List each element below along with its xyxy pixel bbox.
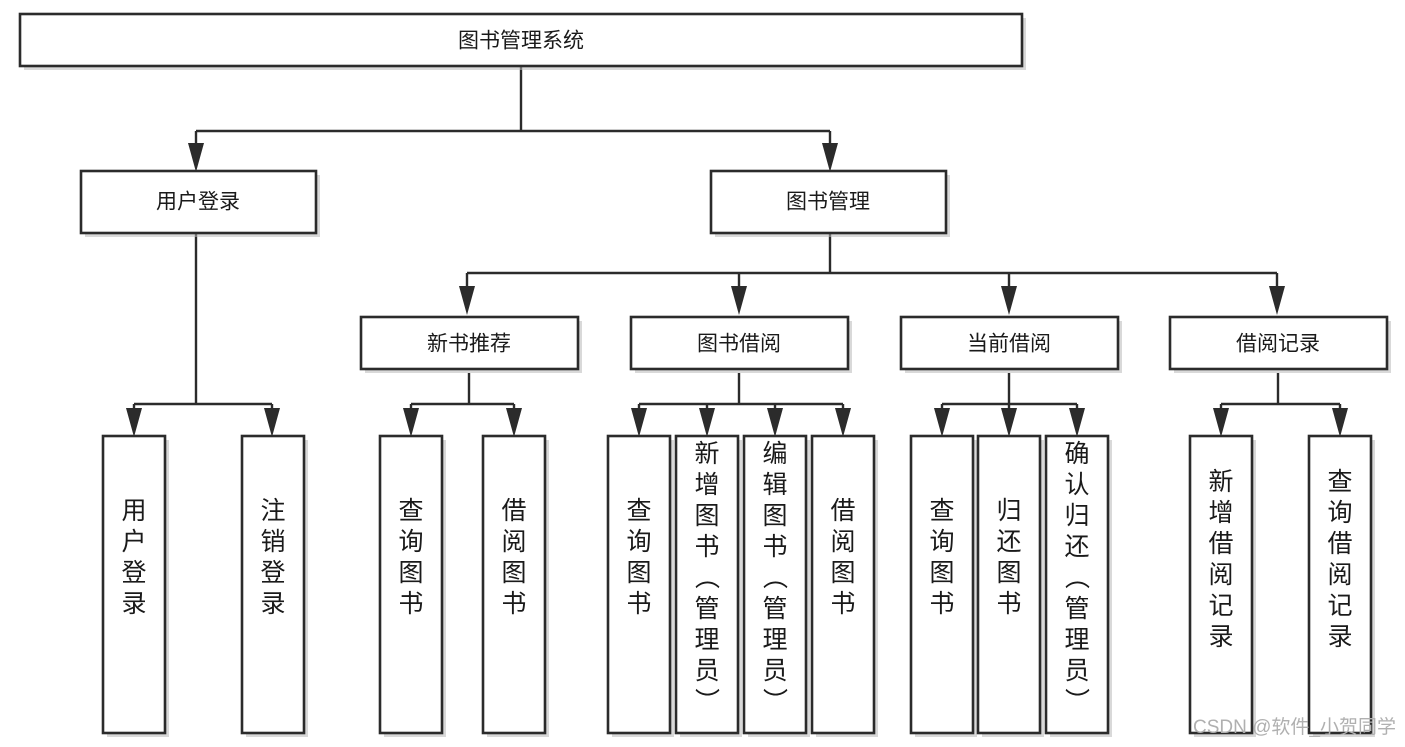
leaf-borrow-book-1[interactable]: 借阅图书: [481, 434, 549, 737]
leaf-confirm-return[interactable]: 确认归还（管理员）: [1044, 434, 1112, 737]
node-new-book-rec[interactable]: 新书推荐: [359, 315, 582, 373]
node-book-borrow[interactable]: 图书借阅: [629, 315, 852, 373]
leaf-borrow-book-2-label: 借阅图书: [830, 497, 855, 618]
arrow-head-leaf-query-book-1: [403, 408, 419, 437]
leaf-user-logout-label: 注销登录: [260, 497, 285, 618]
node-borrow-record-box[interactable]: [1168, 315, 1389, 371]
leaf-add-book-label: 新增图书（管理员）: [694, 440, 720, 716]
node-user-login-label: 用户登录: [156, 191, 240, 214]
arrow-head-leaf-confirm-return: [1069, 408, 1085, 437]
arrow-head-borrow-record: [1269, 286, 1285, 315]
node-current-borrow-box[interactable]: [899, 315, 1120, 371]
arrow-head-leaf-borrow-book-1: [506, 408, 522, 437]
leaf-return-book-box[interactable]: [976, 434, 1042, 735]
leaf-confirm-return-box[interactable]: [1044, 434, 1110, 735]
node-new-book-rec-box[interactable]: [359, 315, 580, 371]
leaf-borrow-book-1-box[interactable]: [481, 434, 547, 735]
node-borrow-record-label: 借阅记录: [1236, 333, 1320, 356]
leaf-user-logout[interactable]: 注销登录: [240, 434, 308, 737]
node-user-login[interactable]: 用户登录: [79, 169, 320, 237]
leaf-add-record-label: 新增借阅记录: [1208, 468, 1233, 651]
leaf-add-book-box[interactable]: [674, 434, 740, 735]
connector-group-new-book-rec: [403, 373, 522, 437]
leaf-query-record-box[interactable]: [1307, 434, 1373, 735]
leaf-edit-book-box[interactable]: [742, 434, 808, 735]
leaf-query-book-2[interactable]: 查询图书: [606, 434, 674, 737]
node-root-label: 图书管理系统: [458, 30, 584, 53]
node-book-borrow-box[interactable]: [629, 315, 850, 371]
connector-group-borrow-record: [1213, 373, 1348, 437]
csdn-watermark: CSDN @软件_小贺同学: [1193, 716, 1396, 738]
leaf-borrow-book-2[interactable]: 借阅图书: [810, 434, 878, 737]
node-user-login-box[interactable]: [79, 169, 318, 235]
arrow-head-leaf-query-record: [1332, 408, 1348, 437]
node-root[interactable]: 图书管理系统: [18, 12, 1026, 70]
arrow-head-user-login: [188, 143, 204, 172]
leaf-add-record[interactable]: 新增借阅记录: [1188, 434, 1256, 737]
arrow-head-book-borrow: [731, 286, 747, 315]
leaf-query-book-3[interactable]: 查询图书: [909, 434, 977, 737]
arrow-head-leaf-edit-book: [767, 408, 783, 437]
leaf-add-book[interactable]: 新增图书（管理员）: [674, 434, 742, 737]
leaf-borrow-book-1-label: 借阅图书: [501, 497, 526, 618]
leaf-query-book-3-label: 查询图书: [929, 497, 954, 618]
leaf-query-book-3-box[interactable]: [909, 434, 975, 735]
leaf-edit-book[interactable]: 编辑图书（管理员）: [742, 434, 810, 737]
leaf-edit-book-label: 编辑图书（管理员）: [762, 440, 788, 716]
node-current-borrow[interactable]: 当前借阅: [899, 315, 1122, 373]
leaf-query-book-2-label: 查询图书: [626, 497, 651, 618]
leaf-query-book-1-box[interactable]: [378, 434, 444, 735]
connector-group-user-login: [126, 233, 280, 437]
arrow-head-leaf-add-book: [699, 408, 715, 437]
arrow-head-leaf-user-logout: [264, 408, 280, 437]
leaf-return-book-label: 归还图书: [996, 497, 1021, 618]
leaf-query-record-label: 查询借阅记录: [1327, 468, 1352, 651]
node-new-book-rec-label: 新书推荐: [427, 333, 511, 356]
arrow-head-leaf-query-book-2: [631, 408, 647, 437]
arrow-head-new-book-rec: [459, 286, 475, 315]
leaf-user-login-box[interactable]: [101, 434, 167, 735]
arrow-head-current-borrow: [1001, 286, 1017, 315]
arrow-head-leaf-return-book: [1001, 408, 1017, 437]
leaf-borrow-book-2-box[interactable]: [810, 434, 876, 735]
leaf-query-book-2-box[interactable]: [606, 434, 672, 735]
connector-group-root: [188, 66, 838, 172]
node-book-borrow-label: 图书借阅: [697, 333, 781, 356]
connector-group-book-borrow: [631, 373, 851, 437]
connector-group-current-borrow: [934, 373, 1085, 437]
node-borrow-record[interactable]: 借阅记录: [1168, 315, 1391, 373]
leaf-add-record-box[interactable]: [1188, 434, 1254, 735]
node-current-borrow-label: 当前借阅: [967, 333, 1051, 356]
leaf-query-book-1-label: 查询图书: [398, 497, 423, 618]
leaf-query-record[interactable]: 查询借阅记录: [1307, 434, 1375, 737]
arrow-head-leaf-query-book-3: [934, 408, 950, 437]
leaf-return-book[interactable]: 归还图书: [976, 434, 1044, 737]
arrow-head-leaf-add-record: [1213, 408, 1229, 437]
node-book-manage-box[interactable]: [709, 169, 948, 235]
node-book-manage[interactable]: 图书管理: [709, 169, 950, 237]
arrow-head-book-manage: [822, 143, 838, 172]
leaf-query-book-1[interactable]: 查询图书: [378, 434, 446, 737]
leaf-user-logout-box[interactable]: [240, 434, 306, 735]
node-root-box[interactable]: [18, 12, 1024, 68]
arrow-head-leaf-borrow-book-2: [835, 408, 851, 437]
arrow-head-leaf-user-login: [126, 408, 142, 437]
node-book-manage-label: 图书管理: [786, 191, 870, 214]
leaf-confirm-return-label: 确认归还（管理员）: [1064, 440, 1090, 716]
connector-group-book-manage: [459, 233, 1285, 315]
leaf-user-login[interactable]: 用户登录: [101, 434, 169, 737]
leaf-user-login-label: 用户登录: [121, 497, 146, 618]
